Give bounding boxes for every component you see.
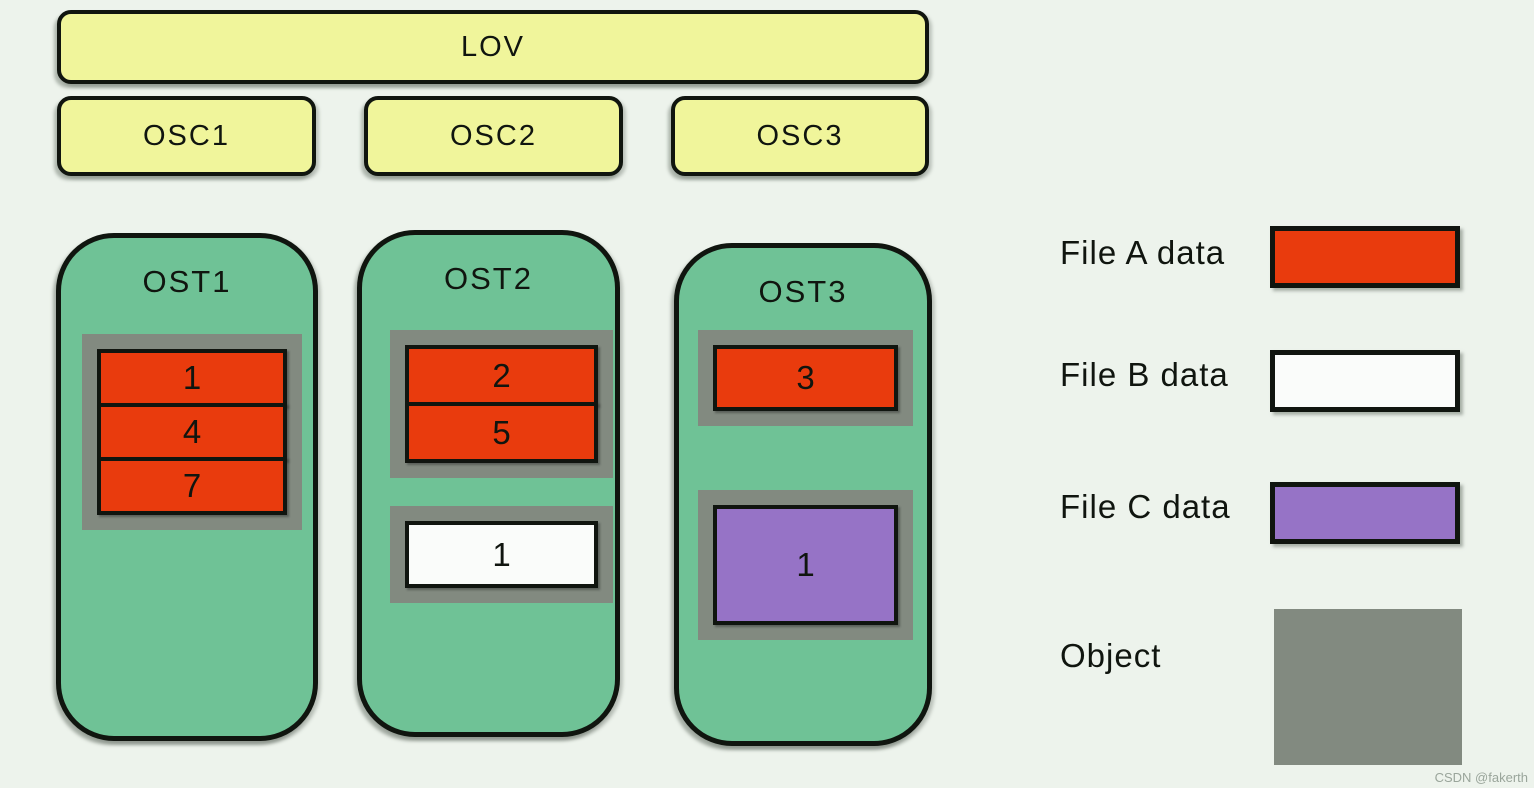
legend-object-label: Object: [1060, 637, 1162, 674]
stripe-file-a: 3: [713, 345, 898, 411]
osc2-label: OSC2: [450, 119, 537, 152]
legend-file-c-swatch: [1270, 482, 1460, 544]
ost2-object-container-2: 1: [390, 506, 613, 603]
lov-label: LOV: [460, 30, 526, 63]
watermark: CSDN @fakerth: [1434, 770, 1528, 785]
stripe-file-a: 7: [97, 457, 287, 515]
ost3-node: OST3 3 1: [674, 243, 932, 746]
stripe-file-a: 2: [405, 345, 598, 406]
stripe-label: 2: [492, 356, 511, 394]
stripe-label: 1: [182, 359, 202, 396]
stripe-file-b: 1: [405, 521, 598, 588]
lov-node: LOV: [57, 10, 929, 84]
ost1-label: OST1: [142, 264, 232, 299]
stripe-file-a: 5: [405, 402, 598, 463]
stripe-label: 1: [492, 535, 511, 573]
legend-file-c-label: File C data: [1060, 488, 1231, 525]
stripe-label: 1: [796, 546, 815, 583]
legend-file-b-label: File B data: [1060, 356, 1229, 393]
stripe-file-a: 4: [97, 403, 287, 461]
stripe-label: 3: [796, 359, 815, 396]
ost2-node: OST2 2 5 1: [357, 230, 620, 737]
ost3-object-container-1: 3: [698, 330, 913, 426]
legend-object-swatch: [1274, 609, 1462, 765]
ost1-object-container: 1 4 7: [82, 334, 302, 530]
ost2-object-container-1: 2 5: [390, 330, 613, 478]
osc2-node: OSC2: [364, 96, 623, 176]
legend-file-b-swatch: [1270, 350, 1460, 412]
legend-file-a-label: File A data: [1060, 234, 1226, 271]
stripe-file-c: 1: [713, 505, 898, 625]
ost2-label: OST2: [444, 261, 533, 296]
osc3-node: OSC3: [671, 96, 929, 176]
ost1-node: OST1 1 4 7: [56, 233, 318, 741]
osc1-node: OSC1: [57, 96, 316, 176]
legend-file-a-swatch: [1270, 226, 1460, 288]
stripe-file-a: 1: [97, 349, 287, 407]
stripe-label: 5: [492, 413, 511, 451]
ost3-label: OST3: [758, 274, 848, 309]
osc1-label: OSC1: [143, 119, 230, 152]
osc3-label: OSC3: [756, 119, 844, 152]
stripe-label: 4: [182, 413, 202, 450]
ost3-object-container-2: 1: [698, 490, 913, 640]
stripe-label: 7: [182, 467, 202, 504]
